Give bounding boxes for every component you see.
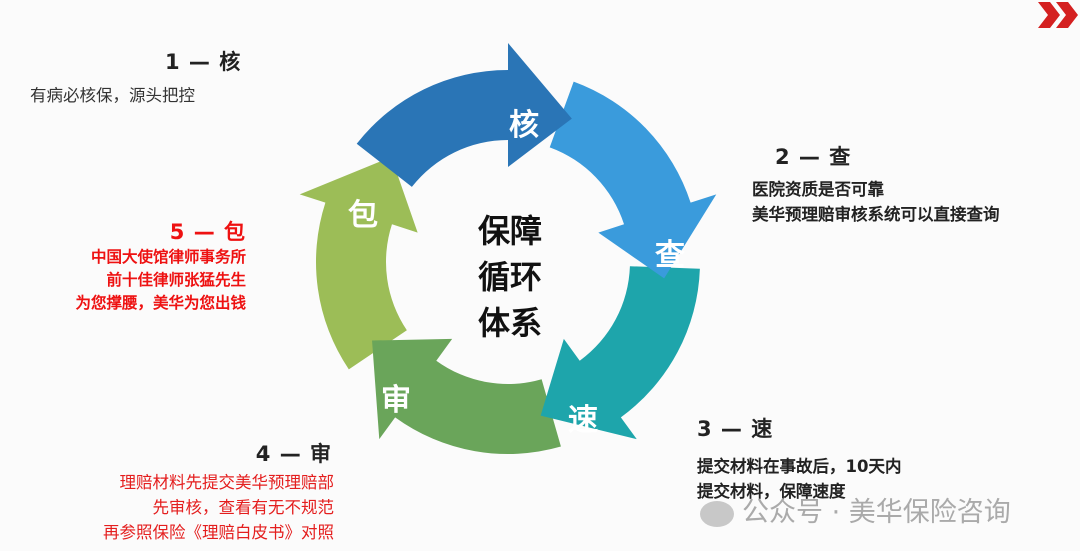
logo-chevron-icon [1038,2,1078,28]
watermark-text: 公众号 · 美华保险咨询 [742,497,1011,528]
step3-line: 提交材料在事故后，10天内 [697,457,902,476]
center-title-line: 保障 [477,212,542,250]
step2-line: 美华预理赔审核系统可以直接查询 [752,205,1000,224]
center-title-line: 体系 [477,304,542,342]
step4-title: 4 — 审 [255,442,332,466]
segment-label-su: 速 [568,403,598,438]
step4-text: 理赔材料先提交美华预理赔部 先审核，查看有无不规范 再参照保险《理赔白皮书》对照 [103,470,334,545]
segment-label-shen: 审 [381,383,411,418]
step5-line: 为您撑腰，美华为您出钱 [75,294,246,312]
segment-arrow-cha [549,81,717,279]
step5-line: 中国大使馆律师事务所 [90,248,246,266]
step3-line: 提交材料，保障速度 [697,482,846,501]
step4-line: 再参照保险《理赔白皮书》对照 [103,523,334,542]
step2-title: 2 — 查 [775,145,852,169]
segment-arrow-shen [372,338,561,454]
segment-arrow-su [540,266,700,440]
step2-line: 医院资质是否可靠 [752,180,884,199]
segment-label-cha: 查 [655,238,685,273]
center-title-line: 循环 [477,258,542,296]
step5-line: 前十佳律师张猛先生 [106,271,246,289]
step4-line: 理赔材料先提交美华预理赔部 [119,473,335,492]
segment-label-he: 核 [509,108,539,143]
step1-text: 有病必核保，源头把控 [30,86,195,105]
center-title: 保障 循环 体系 [462,208,558,346]
segment-label-bao: 包 [348,198,378,233]
step5-title: 5 — 包 [169,220,246,244]
step2-text: 医院资质是否可靠 美华预理赔审核系统可以直接查询 [752,177,1000,227]
wechat-icon [700,500,734,527]
watermark: 公众号 · 美华保险咨询 [700,490,1011,529]
step1-title: 1 — 核 [165,50,242,74]
step3-title: 3 — 速 [697,417,774,441]
step5-text: 中国大使馆律师事务所 前十佳律师张猛先生 为您撑腰，美华为您出钱 [75,246,246,315]
step4-line: 先审核，查看有无不规范 [152,498,335,517]
segment-arrow-bao [299,156,418,370]
segment-arrow-he [356,43,572,187]
step3-text: 提交材料在事故后，10天内 提交材料，保障速度 [697,454,901,504]
